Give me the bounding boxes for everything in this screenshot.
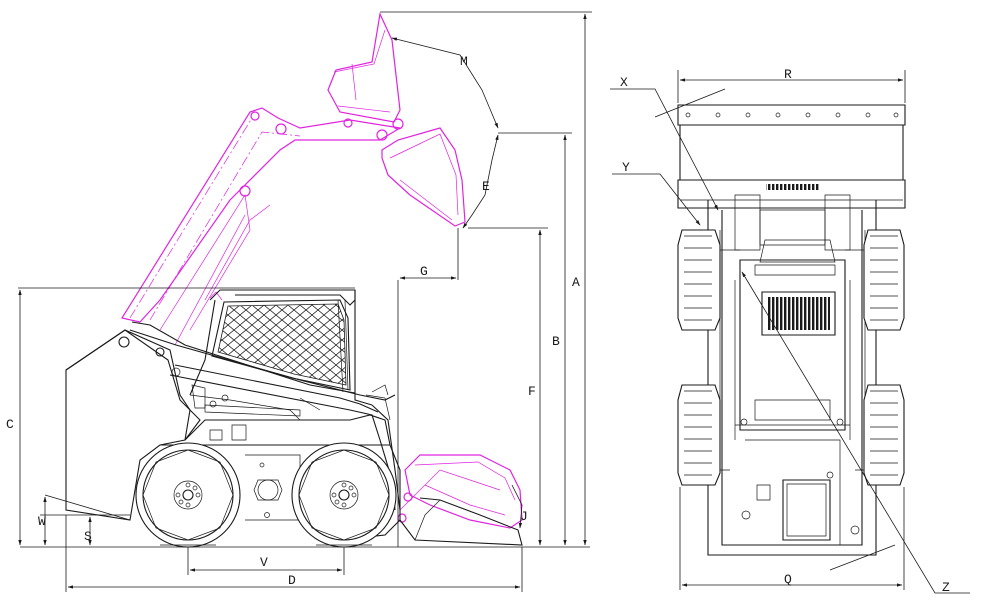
- label-F: F: [528, 384, 536, 399]
- label-Z: Z: [942, 580, 950, 595]
- label-J: J: [520, 509, 528, 524]
- rear-wheel: [135, 442, 241, 548]
- front-left-wheels: [677, 229, 721, 486]
- label-Y: Y: [622, 160, 630, 175]
- label-V: V: [260, 555, 268, 570]
- front-view: R Q X Y Z: [610, 67, 970, 595]
- label-W: W: [38, 514, 46, 529]
- raised-bucket-dump: [381, 127, 466, 227]
- cab-rops: [189, 289, 356, 396]
- center-hub-plate: [253, 462, 283, 518]
- label-E: E: [482, 179, 490, 194]
- rear-wheel-studs: [175, 482, 201, 508]
- ground-bucket-curl: [397, 454, 523, 529]
- label-S: S: [84, 529, 92, 544]
- side-view-labels: A B F C G V D S W M E J: [6, 54, 580, 588]
- front-frame: [707, 194, 877, 556]
- front-dimensions: [677, 70, 906, 590]
- front-bucket: [677, 104, 906, 209]
- label-D: D: [288, 573, 296, 588]
- front-right-wheels: [863, 229, 905, 486]
- front-wheel: [291, 442, 397, 548]
- side-view: A B F C G V D S W M E J: [6, 11, 592, 592]
- front-wheel-studs: [331, 482, 357, 508]
- bucket-bolts: [685, 112, 899, 118]
- label-C: C: [6, 417, 14, 432]
- label-A: A: [572, 275, 580, 290]
- dimension-lines: [18, 11, 592, 592]
- label-Q: Q: [784, 572, 792, 587]
- raised-bucket-high: [327, 11, 401, 123]
- label-R: R: [784, 67, 792, 82]
- front-leader-lines: [610, 88, 970, 594]
- label-B: B: [552, 334, 560, 349]
- front-view-labels: R Q X Y Z: [620, 67, 950, 595]
- label-M: M: [460, 54, 468, 69]
- label-G: G: [420, 264, 428, 279]
- label-X: X: [620, 75, 628, 90]
- machine-body: [65, 290, 401, 541]
- lowered-bucket: [399, 497, 523, 546]
